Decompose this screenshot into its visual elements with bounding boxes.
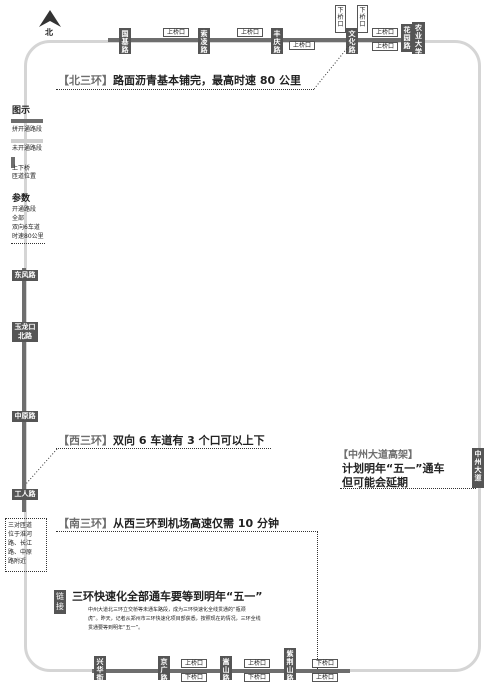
south-tag: 【南三环】 — [58, 517, 113, 530]
params-underline — [11, 243, 45, 244]
ramp-label: 下桥口 — [312, 659, 338, 668]
params-title: 参数 — [12, 194, 31, 204]
south-headline: 【南三环】从西三环到机场高速仅需 10 分钟 — [58, 515, 279, 531]
ramp-label: 上桥口 — [163, 28, 189, 37]
legend-unopened-label: 未开通路段 — [12, 145, 43, 152]
link-body-3: 贯通要等到明年“五一”。 — [88, 625, 144, 631]
street-huayuan: 花园路 — [401, 24, 413, 52]
legend-unopened-swatch — [11, 139, 43, 143]
params-line: 时速80公里 — [12, 233, 44, 240]
left-note-line: 路、中原 — [8, 549, 33, 556]
label-nongye-daxue: 农业大学 — [412, 22, 425, 56]
south-text: 从西三环到机场高速仅需 10 分钟 — [113, 517, 279, 530]
north-road-segment — [108, 38, 420, 42]
ramp-label-vertical: 下桥口 — [335, 5, 346, 33]
zhongzhou-line2: 但可能会延期 — [342, 476, 408, 489]
legend-opened-label: 拼开通路段 — [12, 126, 43, 133]
legend-ramp-label-2: 匝道位置 — [12, 173, 37, 180]
north-arrow-icon — [39, 10, 61, 28]
south-connector — [317, 531, 318, 669]
street-zhongzhou: 中州大道 — [472, 448, 484, 488]
left-note-line: 位于淮河 — [8, 531, 33, 538]
left-note-line: 路附近 — [8, 558, 27, 565]
street-guoji: 国基路 — [119, 28, 131, 54]
north-dotline — [56, 89, 314, 90]
legend-ramp-label-1: 上下桥 — [12, 165, 31, 172]
link-title: 三环快速化全部通车要等到明年“五一” — [72, 590, 263, 603]
link-body-2: 虎”。昨天，记者从郑州市三环快速化项目部获悉，按照现在的情况，三环全线 — [88, 616, 261, 622]
west-headline: 【西三环】双向 6 车道有 3 个口可以上下 — [58, 432, 265, 448]
street-dongfeng-west: 东风路 — [12, 270, 38, 281]
street-songshan: 嵩山路 — [220, 656, 232, 682]
legend-ramp-swatch — [11, 157, 15, 168]
ramp-label: 上桥口 — [372, 42, 398, 51]
west-road-segment — [22, 268, 26, 512]
west-text: 双向 6 车道有 3 个口可以上下 — [113, 434, 265, 447]
ramp-label: 上桥口 — [181, 659, 207, 668]
link-body-1: 中州大道北三环立交桥等未通车路段，成为三环快速化全线贯通的“瓶颈 — [88, 607, 246, 613]
left-note-box — [5, 518, 47, 572]
ramp-label: 上桥口 — [289, 41, 315, 50]
north-text: 路面沥青基本铺完，最高时速 80 公里 — [113, 74, 301, 87]
params-line: 开通路段 — [12, 206, 37, 213]
ramp-label: 上桥口 — [312, 673, 338, 682]
street-zijingshan: 紫荆山路 — [284, 648, 296, 682]
zhongzhou-tag: 【中州大道高架】 — [338, 450, 418, 461]
north-tag: 【北三环】 — [58, 74, 113, 87]
west-dotline — [56, 448, 271, 449]
street-suoling: 索凌路 — [198, 28, 210, 54]
ramp-label-vertical: 下桥口 — [357, 5, 368, 33]
zhongzhou-dotline — [340, 488, 476, 489]
street-fengqing: 丰庆路 — [271, 28, 283, 54]
ramp-label: 上桥口 — [372, 28, 398, 37]
legend-title: 图示 — [12, 106, 31, 116]
third-ring-road — [24, 40, 481, 672]
street-jingguang: 京广路 — [158, 656, 170, 682]
left-note-line: 路、长江 — [8, 540, 33, 547]
street-zhongyuan: 中原路 — [12, 411, 38, 422]
params-line: 双向6车道 — [12, 224, 40, 231]
ramp-label: 上桥口 — [244, 659, 270, 668]
ramp-label: 上桥口 — [237, 28, 263, 37]
north-connector — [313, 40, 354, 90]
west-tag: 【西三环】 — [58, 434, 113, 447]
zhongzhou-line1: 计划明年“五一”通车 — [342, 462, 445, 475]
south-dotline — [56, 531, 318, 532]
street-yulongkou: 玉龙口北路 — [12, 322, 38, 342]
north-headline: 【北三环】路面沥青基本铺完，最高时速 80 公里 — [58, 72, 301, 88]
street-xinghua: 兴华街 — [94, 656, 106, 682]
left-note-line: 三对匝道 — [8, 522, 33, 529]
west-connector — [24, 448, 58, 486]
street-gongren: 工人路 — [12, 489, 38, 500]
params-line: 全部 — [12, 215, 25, 222]
ramp-label: 下桥口 — [244, 673, 270, 682]
compass-label: 北 — [45, 28, 53, 37]
ramp-label: 下桥口 — [181, 673, 207, 682]
legend-opened-swatch — [11, 119, 43, 123]
link-tag: 链接 — [54, 590, 66, 614]
